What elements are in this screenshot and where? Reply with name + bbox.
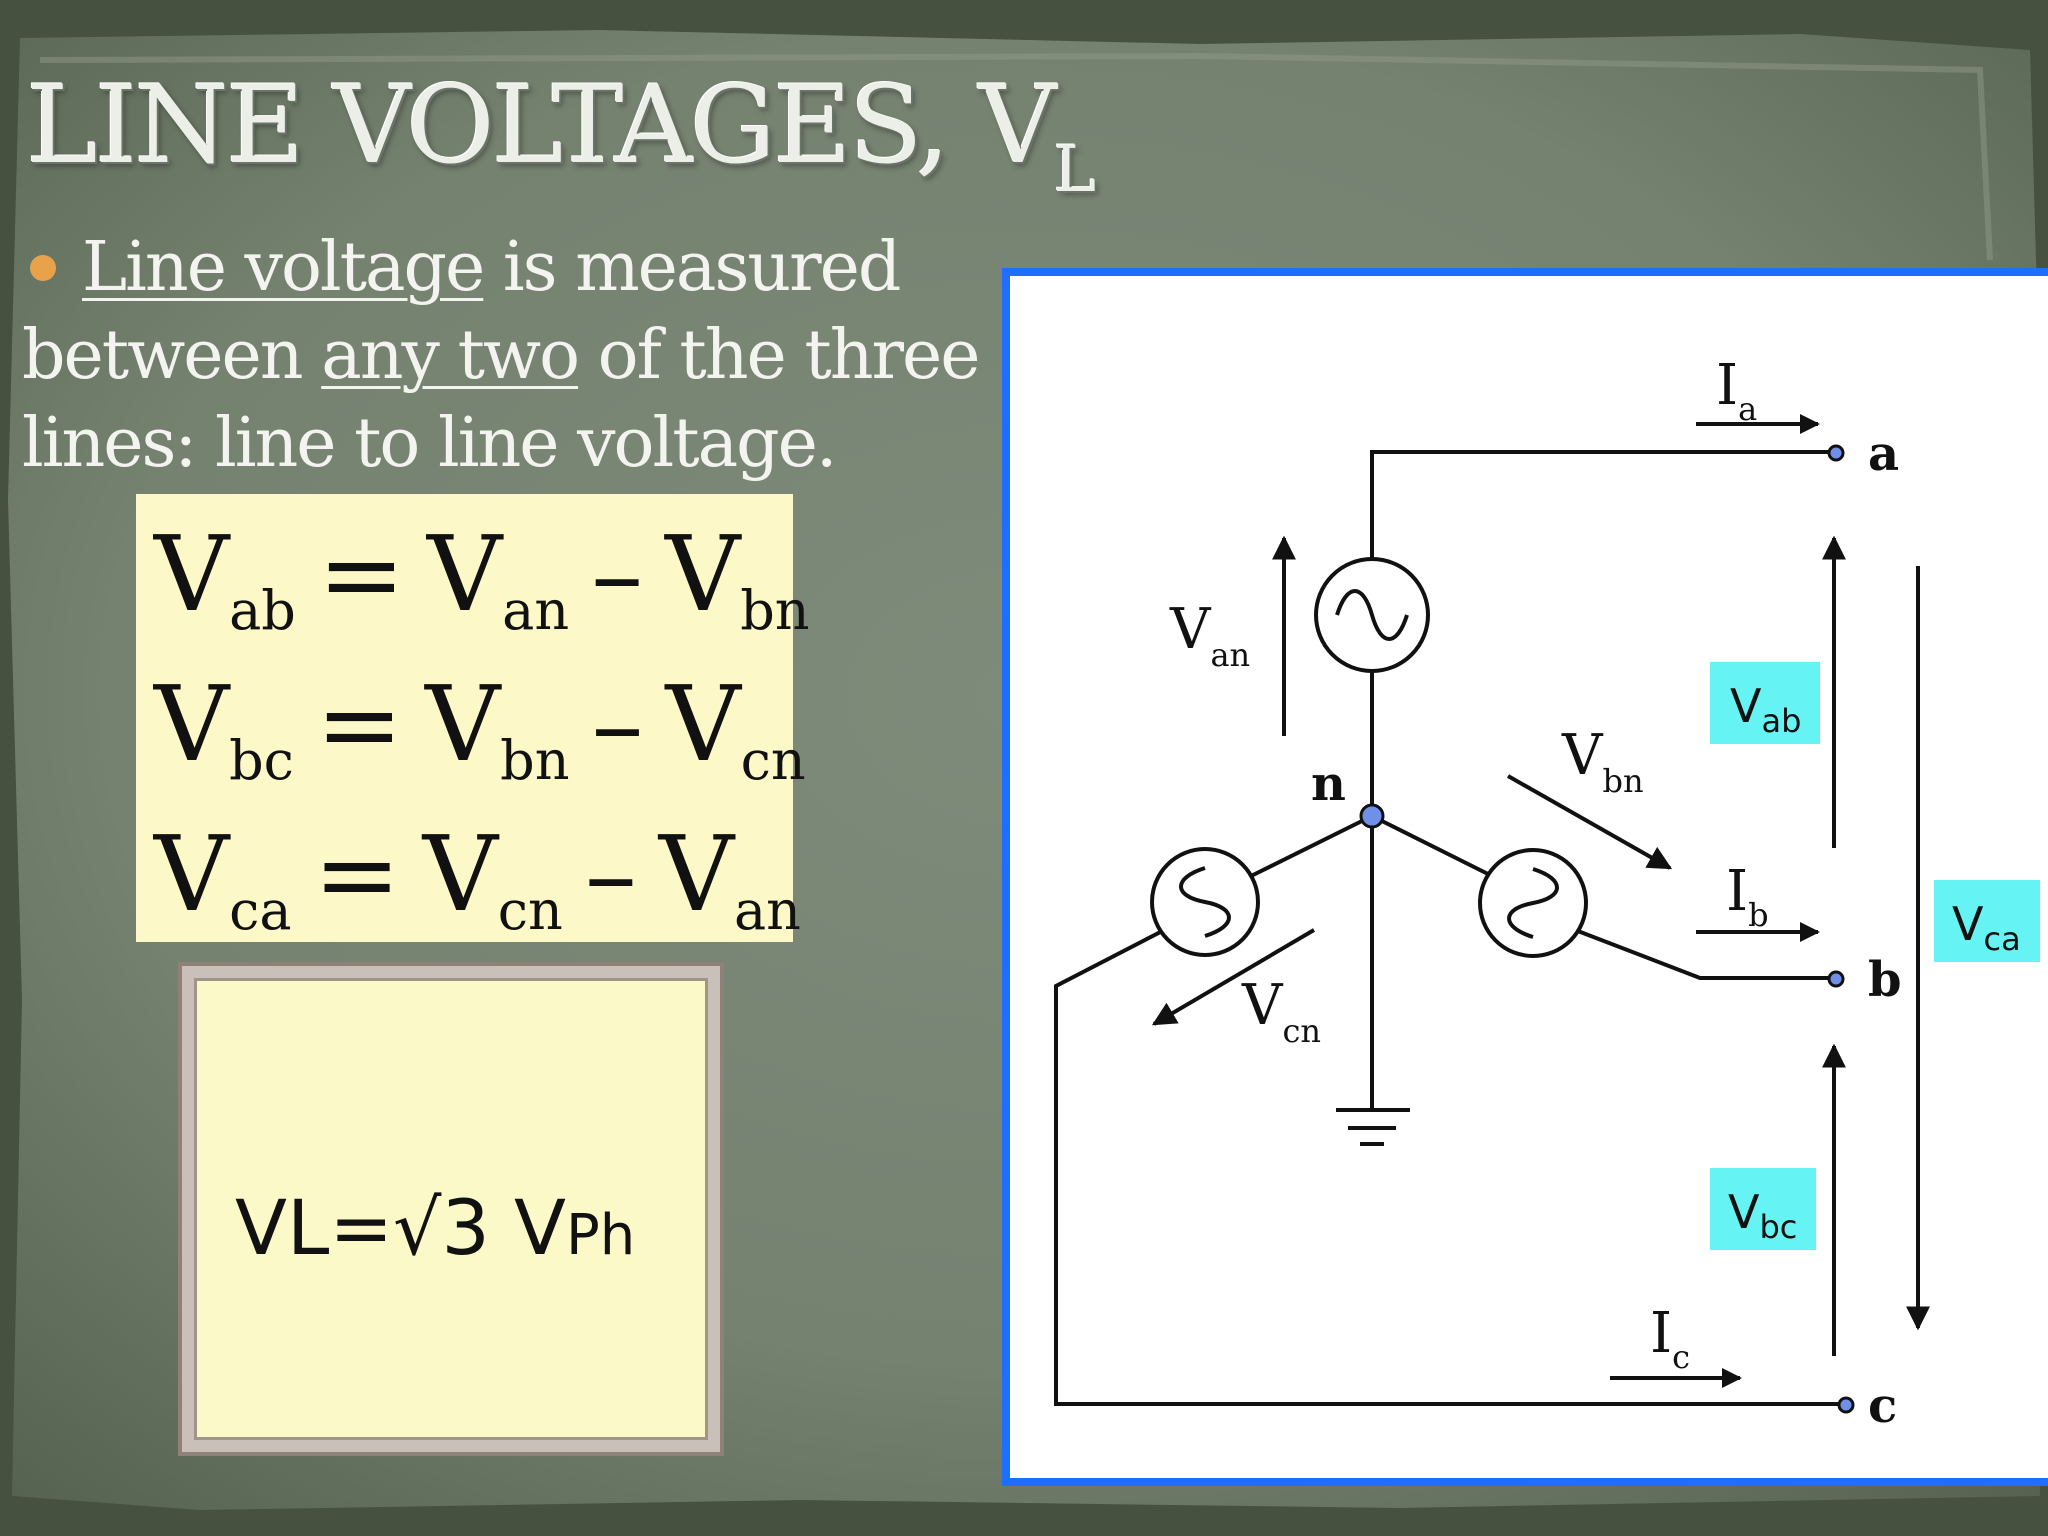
wire-n-to-source-b bbox=[1371, 814, 1499, 881]
eq-symbol: V bbox=[422, 813, 498, 935]
eq-sign: = bbox=[317, 513, 406, 635]
eq-term2-subscript: cn bbox=[740, 728, 806, 792]
eq-symbol: V bbox=[658, 813, 734, 935]
terminal-label-a: a bbox=[1868, 426, 1899, 482]
terminal-label-c: c bbox=[1868, 1378, 1897, 1434]
eq-lhs-subscript: bc bbox=[229, 728, 294, 792]
voltage-arrow-vcn bbox=[1151, 928, 1316, 1026]
line-voltage-label-vca: Vca bbox=[1934, 880, 2040, 962]
voltage-label-vcn: Vcn bbox=[1241, 973, 1321, 1050]
voltage-label-van: Van bbox=[1169, 597, 1250, 674]
circuit-diagram-panel: n a b c Ia Ib Ic Van Vbn Vcn Vab bbox=[1002, 268, 2048, 1486]
bullet-point: Line voltage is measured between any two… bbox=[22, 224, 982, 488]
eq-sign: = bbox=[313, 813, 401, 935]
formula-box: VL=√3 VPh bbox=[194, 978, 708, 1440]
svg-text:Vab: Vab bbox=[1730, 679, 1801, 740]
formula-ph: Ph bbox=[565, 1203, 636, 1268]
eq-lhs-subscript: ca bbox=[229, 878, 292, 942]
bullet-text-2: of the three lines: line to line voltage… bbox=[22, 316, 980, 483]
terminal-a-dot bbox=[1827, 444, 1845, 462]
eq-symbol: V bbox=[154, 663, 230, 785]
formula-frame: VL=√3 VPh bbox=[178, 962, 724, 1456]
title-text: LINE VOLTAGES, V bbox=[26, 63, 1057, 188]
eq-symbol: V bbox=[665, 513, 741, 635]
wire-line-c bbox=[1054, 924, 1838, 1406]
formula-vl-sqrt3-vph: VL=√3 VPh bbox=[235, 1183, 635, 1272]
eq-lhs-subscript: ab bbox=[229, 578, 296, 642]
terminal-label-b: b bbox=[1868, 952, 1902, 1008]
current-label-ia: Ia bbox=[1716, 353, 1757, 428]
equation-vab: Vab=Van–Vbn bbox=[154, 522, 810, 638]
eq-sign: = bbox=[315, 663, 404, 785]
equation-vca: Vca=Vcn–Van bbox=[154, 822, 801, 938]
minus-sign: – bbox=[591, 663, 644, 785]
equations-box: Vab=Van–Vbn Vbc=Vbn–Vcn Vca=Vcn–Van bbox=[136, 494, 810, 942]
formula-main: VL=√3 V bbox=[235, 1183, 566, 1272]
slide-title: LINE VOLTAGES, VL bbox=[26, 72, 1096, 202]
eq-symbol: V bbox=[665, 663, 741, 785]
voltage-label-vbn: Vbn bbox=[1561, 723, 1644, 800]
eq-term2-subscript: an bbox=[733, 878, 801, 942]
terminal-b-dot bbox=[1827, 970, 1845, 988]
bullet-dot-icon bbox=[30, 254, 56, 281]
ac-source-c-icon bbox=[1150, 847, 1260, 957]
eq-symbol: V bbox=[154, 813, 230, 935]
wire-line-b bbox=[1569, 926, 1828, 980]
ground-icon bbox=[1336, 1108, 1410, 1146]
eq-term2-subscript: bn bbox=[740, 578, 810, 642]
eq-term1-subscript: bn bbox=[500, 728, 570, 792]
eq-symbol: V bbox=[427, 513, 503, 635]
current-label-ic: Ic bbox=[1650, 1301, 1690, 1376]
svg-text:Vbc: Vbc bbox=[1728, 1185, 1797, 1246]
underlined-term-line-voltage: Line voltage bbox=[82, 228, 485, 307]
wire-n-to-source-c bbox=[1246, 814, 1373, 880]
neutral-node-dot bbox=[1359, 803, 1385, 829]
title-subscript: L bbox=[1053, 132, 1097, 207]
minus-sign: – bbox=[584, 813, 637, 935]
line-voltage-label-vab: Vab bbox=[1710, 662, 1820, 744]
wire-line-a bbox=[1370, 450, 1828, 562]
node-label-n: n bbox=[1311, 756, 1346, 812]
underlined-term-any-two: any two bbox=[321, 316, 580, 395]
circuit-wires bbox=[1054, 450, 1838, 1406]
bullet-text-1: is measured between bbox=[22, 228, 901, 395]
wye-circuit-diagram: n a b c Ia Ib Ic Van Vbn Vcn Vab bbox=[1054, 353, 2040, 1434]
svg-text:Vca: Vca bbox=[1952, 897, 2021, 958]
eq-term1-subscript: cn bbox=[497, 878, 563, 942]
eq-symbol: V bbox=[425, 663, 501, 785]
current-label-ib: Ib bbox=[1726, 859, 1769, 934]
voltage-arrow-vbn bbox=[1507, 774, 1673, 870]
eq-term1-subscript: an bbox=[502, 578, 570, 642]
minus-sign: – bbox=[591, 513, 644, 635]
ac-source-b-icon bbox=[1478, 848, 1588, 958]
terminal-c-dot bbox=[1837, 1396, 1855, 1414]
line-voltage-label-vbc: Vbc bbox=[1710, 1168, 1816, 1250]
equation-vbc: Vbc=Vbn–Vcn bbox=[154, 672, 806, 788]
ac-source-a-icon bbox=[1314, 557, 1430, 673]
eq-symbol: V bbox=[154, 513, 230, 635]
